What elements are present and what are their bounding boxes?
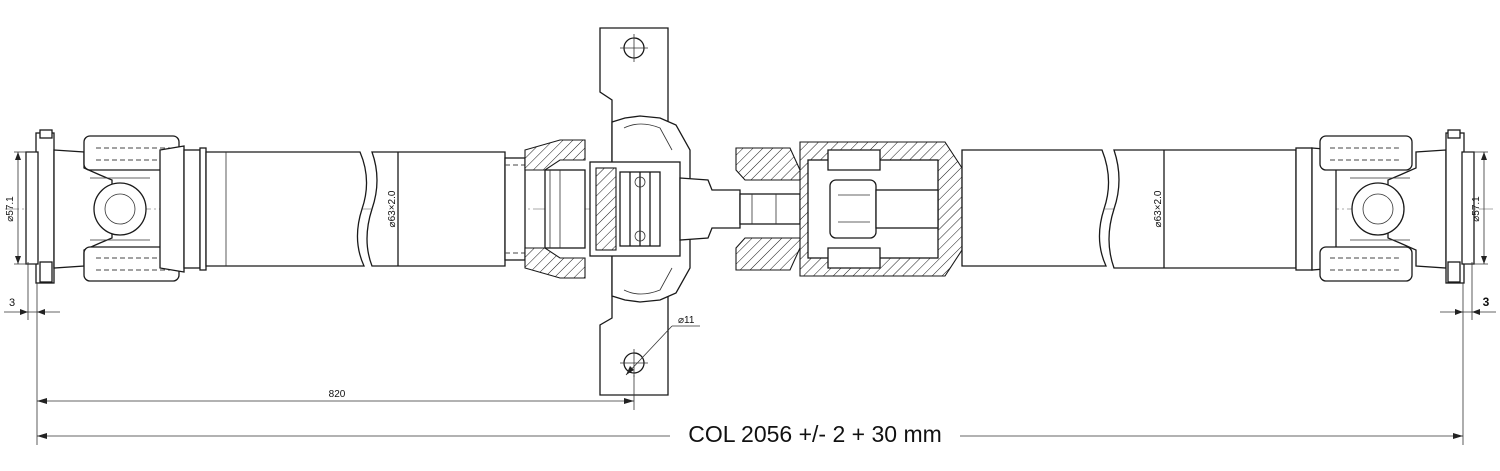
right-flange-diameter-dimension <box>1464 151 1488 265</box>
front-tube <box>183 147 526 271</box>
hole-diameter-label: ⌀11 <box>678 315 695 326</box>
left-offset-label: 3 <box>9 297 15 309</box>
front-slip-sleeve <box>524 139 586 279</box>
tube-rear-diameter-label: ⌀63×2.0 <box>1153 190 1164 227</box>
center-rubber-mount <box>589 115 691 303</box>
bearing-position-label: 820 <box>329 389 346 400</box>
right-flange-diameter-label: ⌀57.1 <box>1471 196 1482 222</box>
total-length-label: COL 2056 +/- 2 + 30 mm <box>688 421 942 447</box>
hole-diameter-leader <box>625 325 700 376</box>
left-flange-yoke <box>25 129 185 284</box>
left-flange-diameter-dimension <box>14 151 36 265</box>
rear-joint-housing <box>799 141 963 277</box>
left-offset-dimension <box>4 309 60 315</box>
right-flange-yoke <box>1311 129 1475 284</box>
right-offset-dimension <box>1440 309 1496 315</box>
left-flange-diameter-label: ⌀57.1 <box>5 196 16 222</box>
rear-tube <box>961 147 1313 271</box>
bearing-position-dimension <box>37 398 634 404</box>
intermediate-spline-shaft <box>679 147 801 271</box>
tube-front-diameter-label: ⌀63×2.0 <box>387 190 398 227</box>
right-offset-label: 3 <box>1483 295 1490 309</box>
total-length-dimension <box>37 433 1463 439</box>
